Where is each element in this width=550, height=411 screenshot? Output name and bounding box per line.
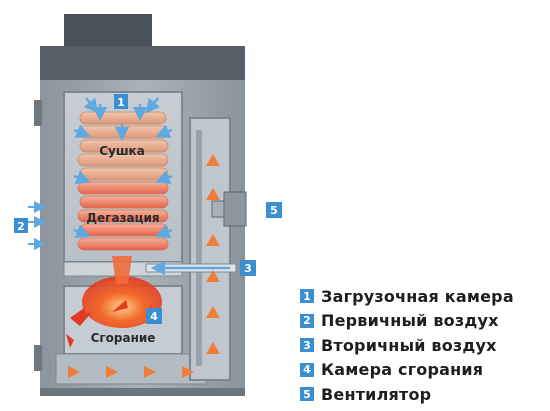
boiler-base	[40, 388, 245, 396]
legend-item-2: 2 Первичный воздух	[300, 309, 545, 334]
primary-air-arrows	[28, 201, 46, 250]
fan-housing	[223, 191, 247, 227]
svg-text:4: 4	[150, 310, 158, 323]
callout-2: 2	[14, 218, 28, 233]
callout-4: 4	[146, 308, 162, 324]
legend-badge-2: 2	[300, 313, 314, 328]
legend-item-5: 5 Вентилятор	[300, 382, 545, 407]
boiler-lid	[40, 46, 245, 80]
svg-text:3: 3	[244, 262, 252, 275]
exhaust-arrows-bottom	[68, 366, 194, 378]
legend: 1 Загрузочная камера 2 Первичный воздух …	[300, 284, 545, 407]
legend-badge-5: 5	[300, 387, 314, 402]
label-combustion: Сгорание	[91, 331, 156, 345]
legend-badge-1: 1	[300, 289, 314, 304]
label-drying: Сушка	[99, 144, 145, 158]
legend-text-2: Первичный воздух	[321, 311, 499, 331]
exhaust-arrows-flue	[206, 154, 220, 354]
svg-text:2: 2	[17, 220, 25, 233]
ash-pan-bottom	[55, 353, 207, 385]
hinge-bottom	[34, 345, 42, 371]
legend-text-1: Загрузочная камера	[321, 286, 514, 306]
legend-text-5: Вентилятор	[321, 384, 432, 404]
flue-inner-wall	[196, 130, 202, 366]
svg-text:1: 1	[117, 96, 125, 109]
legend-badge-4: 4	[300, 362, 314, 377]
legend-item-4: 4 Камера сгорания	[300, 358, 545, 383]
legend-item-1: 1 Загрузочная камера	[300, 284, 545, 309]
legend-item-3: 3 Вторичный воздух	[300, 333, 545, 358]
callout-1: 1	[114, 94, 128, 109]
callout-3: 3	[240, 260, 256, 276]
boiler-top-block	[64, 14, 152, 48]
flame-jet	[112, 256, 132, 284]
flame	[82, 276, 162, 328]
label-degassing: Дегазация	[86, 211, 159, 225]
legend-text-4: Камера сгорания	[321, 360, 484, 380]
hinge-top	[34, 100, 42, 126]
svg-text:5: 5	[270, 204, 278, 217]
legend-badge-3: 3	[300, 338, 314, 353]
callout-5: 5	[266, 202, 282, 218]
fan-shaft	[211, 200, 225, 218]
legend-text-3: Вторичный воздух	[321, 335, 497, 355]
loading-air-arrows	[73, 97, 173, 239]
